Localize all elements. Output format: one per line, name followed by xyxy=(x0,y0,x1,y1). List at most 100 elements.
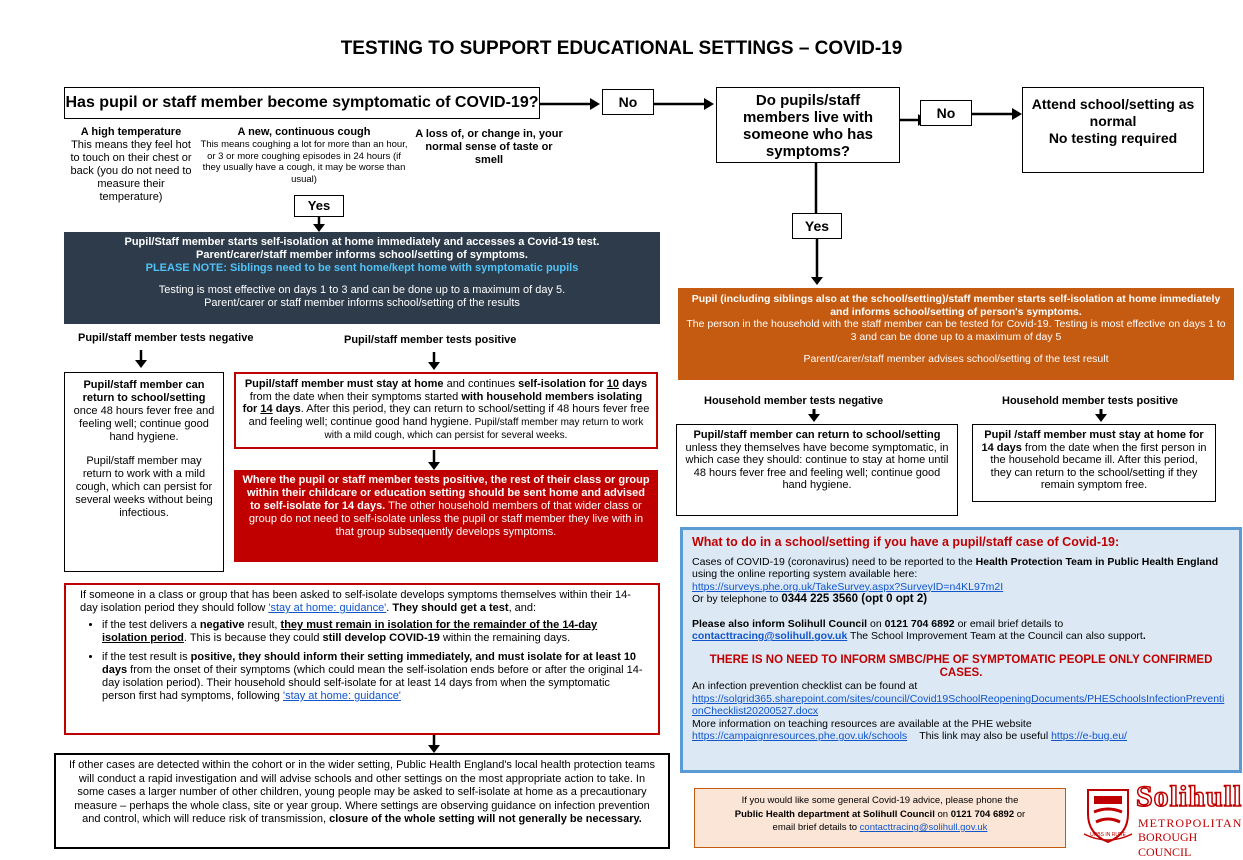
info-links-line: https://campaignresources.phe.gov.uk/sch… xyxy=(692,730,1230,742)
class-sent-home: Where the pupil or staff member tests po… xyxy=(242,474,650,512)
no-box-2: No xyxy=(920,100,972,126)
arrow-to-no1 xyxy=(540,98,600,110)
hh-advise-result: Parent/carer/staff member advises school… xyxy=(803,353,1109,365)
pos-stay-home: Pupil/staff member must stay at home xyxy=(244,378,444,390)
group-positive-bullet: if the test result is positive, they sho… xyxy=(102,651,644,703)
question-symptomatic: Has pupil or staff member become symptom… xyxy=(64,87,540,119)
group-intro-text: If someone in a class or group that has … xyxy=(80,589,631,614)
neg-return-title: Pupil/staff member can return to school/… xyxy=(82,379,206,404)
self-isolation-box: Pupil/Staff member starts self-isolation… xyxy=(64,232,660,324)
neg-bullet-c: result, xyxy=(244,619,281,631)
info-phone: Or by telephone to 0344 225 3560 (opt 0 … xyxy=(692,593,1230,605)
advice-email-link[interactable]: contacttracing@solihull.gov.uk xyxy=(859,822,988,833)
stay-at-home-link-2[interactable]: 'stay at home: guidance' xyxy=(282,690,401,702)
hh-pos-stay-home: Pupil /staff member must stay at home fo… xyxy=(981,429,1204,454)
wider-cases-text: If other cases are detected within the c… xyxy=(68,759,656,825)
pos-cough-note: Pupil/staff member may return to work wi… xyxy=(324,416,644,442)
info-report-c: using the online reporting system availa… xyxy=(692,568,918,581)
advice-or: or xyxy=(1014,808,1026,820)
info-title: What to do in a school/setting if you ha… xyxy=(692,535,1120,549)
info-report: Cases of COVID-19 (coronavirus) need to … xyxy=(692,556,1230,581)
info-checklist: An infection prevention checklist can be… xyxy=(692,680,918,693)
advice-dept: Public Health department at Solihull Cou… xyxy=(734,808,935,820)
solihull-logo: URBS IN RURE Solihull METROPOLITAN BOROU… xyxy=(1078,779,1243,859)
pos-bullet-b: positive, they should inform their setti… xyxy=(102,651,637,676)
advice-box: If you would like some general Covid-19 … xyxy=(694,788,1066,848)
advice-on: on xyxy=(934,808,951,820)
info-council-e: or email brief details to xyxy=(954,617,1064,630)
info-improvement: The School Improvement Team at the Counc… xyxy=(847,630,1143,643)
info-council-a: Please also inform xyxy=(692,617,788,630)
arrow-neg-down xyxy=(135,350,147,368)
neg-return-body: once 48 hours fever free and feeling wel… xyxy=(73,405,215,443)
pos-self-isolation: self-isolation for xyxy=(518,378,607,390)
hh-neg-body: unless they themselves have become sympt… xyxy=(685,441,949,492)
isolation-line3: Testing is most effective on days 1 to 3… xyxy=(158,284,566,296)
symptom-cough: A new, continuous cough This means cough… xyxy=(200,126,408,185)
arrow-to-attend xyxy=(972,108,1022,120)
pos-from-date: from the date when their symptoms starte… xyxy=(249,390,462,403)
question-household: Do pupils/staff members live with someon… xyxy=(716,87,900,163)
info-box: What to do in a school/setting if you ha… xyxy=(680,527,1242,773)
arrow-yes1-down xyxy=(313,217,325,232)
info-email-line: contacttracing@solihull.gov.uk The Schoo… xyxy=(692,630,1230,642)
yes-box-2: Yes xyxy=(792,213,842,239)
advice-line3: email brief details to contacttracing@so… xyxy=(699,821,1061,835)
info-phe-team: Health Protection Team in Public Health … xyxy=(975,556,1219,568)
phe-resources-link[interactable]: https://campaignresources.phe.gov.uk/sch… xyxy=(692,730,908,743)
symptom-smell: A loss of, or change in, your normal sen… xyxy=(415,128,563,166)
logo-borough: BOROUGH COUNCIL xyxy=(1138,830,1198,859)
contact-email-link[interactable]: contacttracing@solihull.gov.uk xyxy=(692,630,848,643)
group-negative-bullet: if the test delivers a negative result, … xyxy=(102,619,644,645)
info-phone-number: 0344 225 3560 (opt 0 opt 2) xyxy=(781,593,928,606)
hh-testing-note: The person in the household with the sta… xyxy=(686,318,1226,343)
info-report-a: Cases of COVID-19 (coronavirus) need to … xyxy=(692,556,976,568)
siblings-note: PLEASE NOTE: Siblings need to be sent ho… xyxy=(145,262,579,274)
symptom-cough-title: A new, continuous cough xyxy=(237,126,371,138)
logo-metropolitan: METROPOLITAN xyxy=(1138,816,1243,830)
isolation-line1: Pupil/Staff member starts self-isolation… xyxy=(124,236,600,248)
hh-positive-label: Household member tests positive xyxy=(1002,395,1179,407)
symptom-temperature: A high temperature This means they feel … xyxy=(66,126,196,204)
page-title: TESTING TO SUPPORT EDUCATIONAL SETTINGS … xyxy=(340,38,903,59)
wider-cases-box: If other cases are detected within the c… xyxy=(54,753,670,849)
no-testing-text: No testing required xyxy=(1048,130,1178,146)
pos-days1: days xyxy=(619,378,648,390)
symptom-temperature-body: This means they feel hot to touch on the… xyxy=(70,139,192,203)
info-useful: This link may also be useful xyxy=(919,730,1052,743)
household-isolation-box: Pupil (including siblings also at the sc… xyxy=(678,288,1234,380)
hh-negative-box: Pupil/staff member can return to school/… xyxy=(676,424,958,516)
pos-fourteen: 14 xyxy=(260,403,273,415)
pos-bullet-a: if the test result is xyxy=(102,651,191,663)
isolation-line2: Parent/carer/staff member informs school… xyxy=(196,249,528,261)
neg-bullet-a: if the test delivers a xyxy=(102,619,200,631)
advice-line1: If you would like some general Covid-19 … xyxy=(741,795,1019,806)
group-intro-end: , and: xyxy=(508,602,537,614)
neg-bullet-f: still develop COVID-19 xyxy=(322,632,440,644)
symptom-temperature-title: A high temperature xyxy=(80,126,182,138)
arrow-yes2-down xyxy=(811,239,823,285)
crest-icon xyxy=(1083,789,1133,844)
group-symptoms-box: If someone in a class or group that has … xyxy=(64,583,660,735)
closure-not-necessary: closure of the whole setting will not ge… xyxy=(329,813,642,825)
pos-days2: days xyxy=(272,403,301,415)
info-council-name: Solihull Council xyxy=(787,617,868,630)
info-resources: More information on teaching resources a… xyxy=(692,717,1032,730)
hh-negative-label: Household member tests negative xyxy=(704,395,884,407)
group-get-test: They should get a test xyxy=(392,602,509,614)
survey-link[interactable]: https://surveys.phe.org.uk/TakeSurvey.as… xyxy=(692,580,1004,593)
pos-bullet-c: from the onset of their symptoms (which … xyxy=(102,664,643,702)
pos-after-period: . After this period, they can return to … xyxy=(248,403,650,428)
logo-motto: URBS IN RURE xyxy=(1090,832,1126,838)
ebug-link[interactable]: https://e-bug.eu/ xyxy=(1051,730,1127,743)
no-box-1: No xyxy=(602,89,654,115)
checklist-link[interactable]: https://solgrid365.sharepoint.com/sites/… xyxy=(692,692,1225,718)
info-council-on: on xyxy=(867,617,885,630)
stay-at-home-link-1[interactable]: 'stay at home: guidance' xyxy=(268,602,387,614)
advice-line2: Public Health department at Solihull Cou… xyxy=(699,808,1061,822)
negative-result-box: Pupil/staff member can return to school/… xyxy=(64,372,224,572)
arrow-pos-down xyxy=(428,352,440,370)
arrow-hh-neg xyxy=(808,409,820,422)
class-household-note: The other household members of that wide… xyxy=(248,500,644,538)
attend-text: Attend school/setting as normal xyxy=(1031,96,1195,129)
